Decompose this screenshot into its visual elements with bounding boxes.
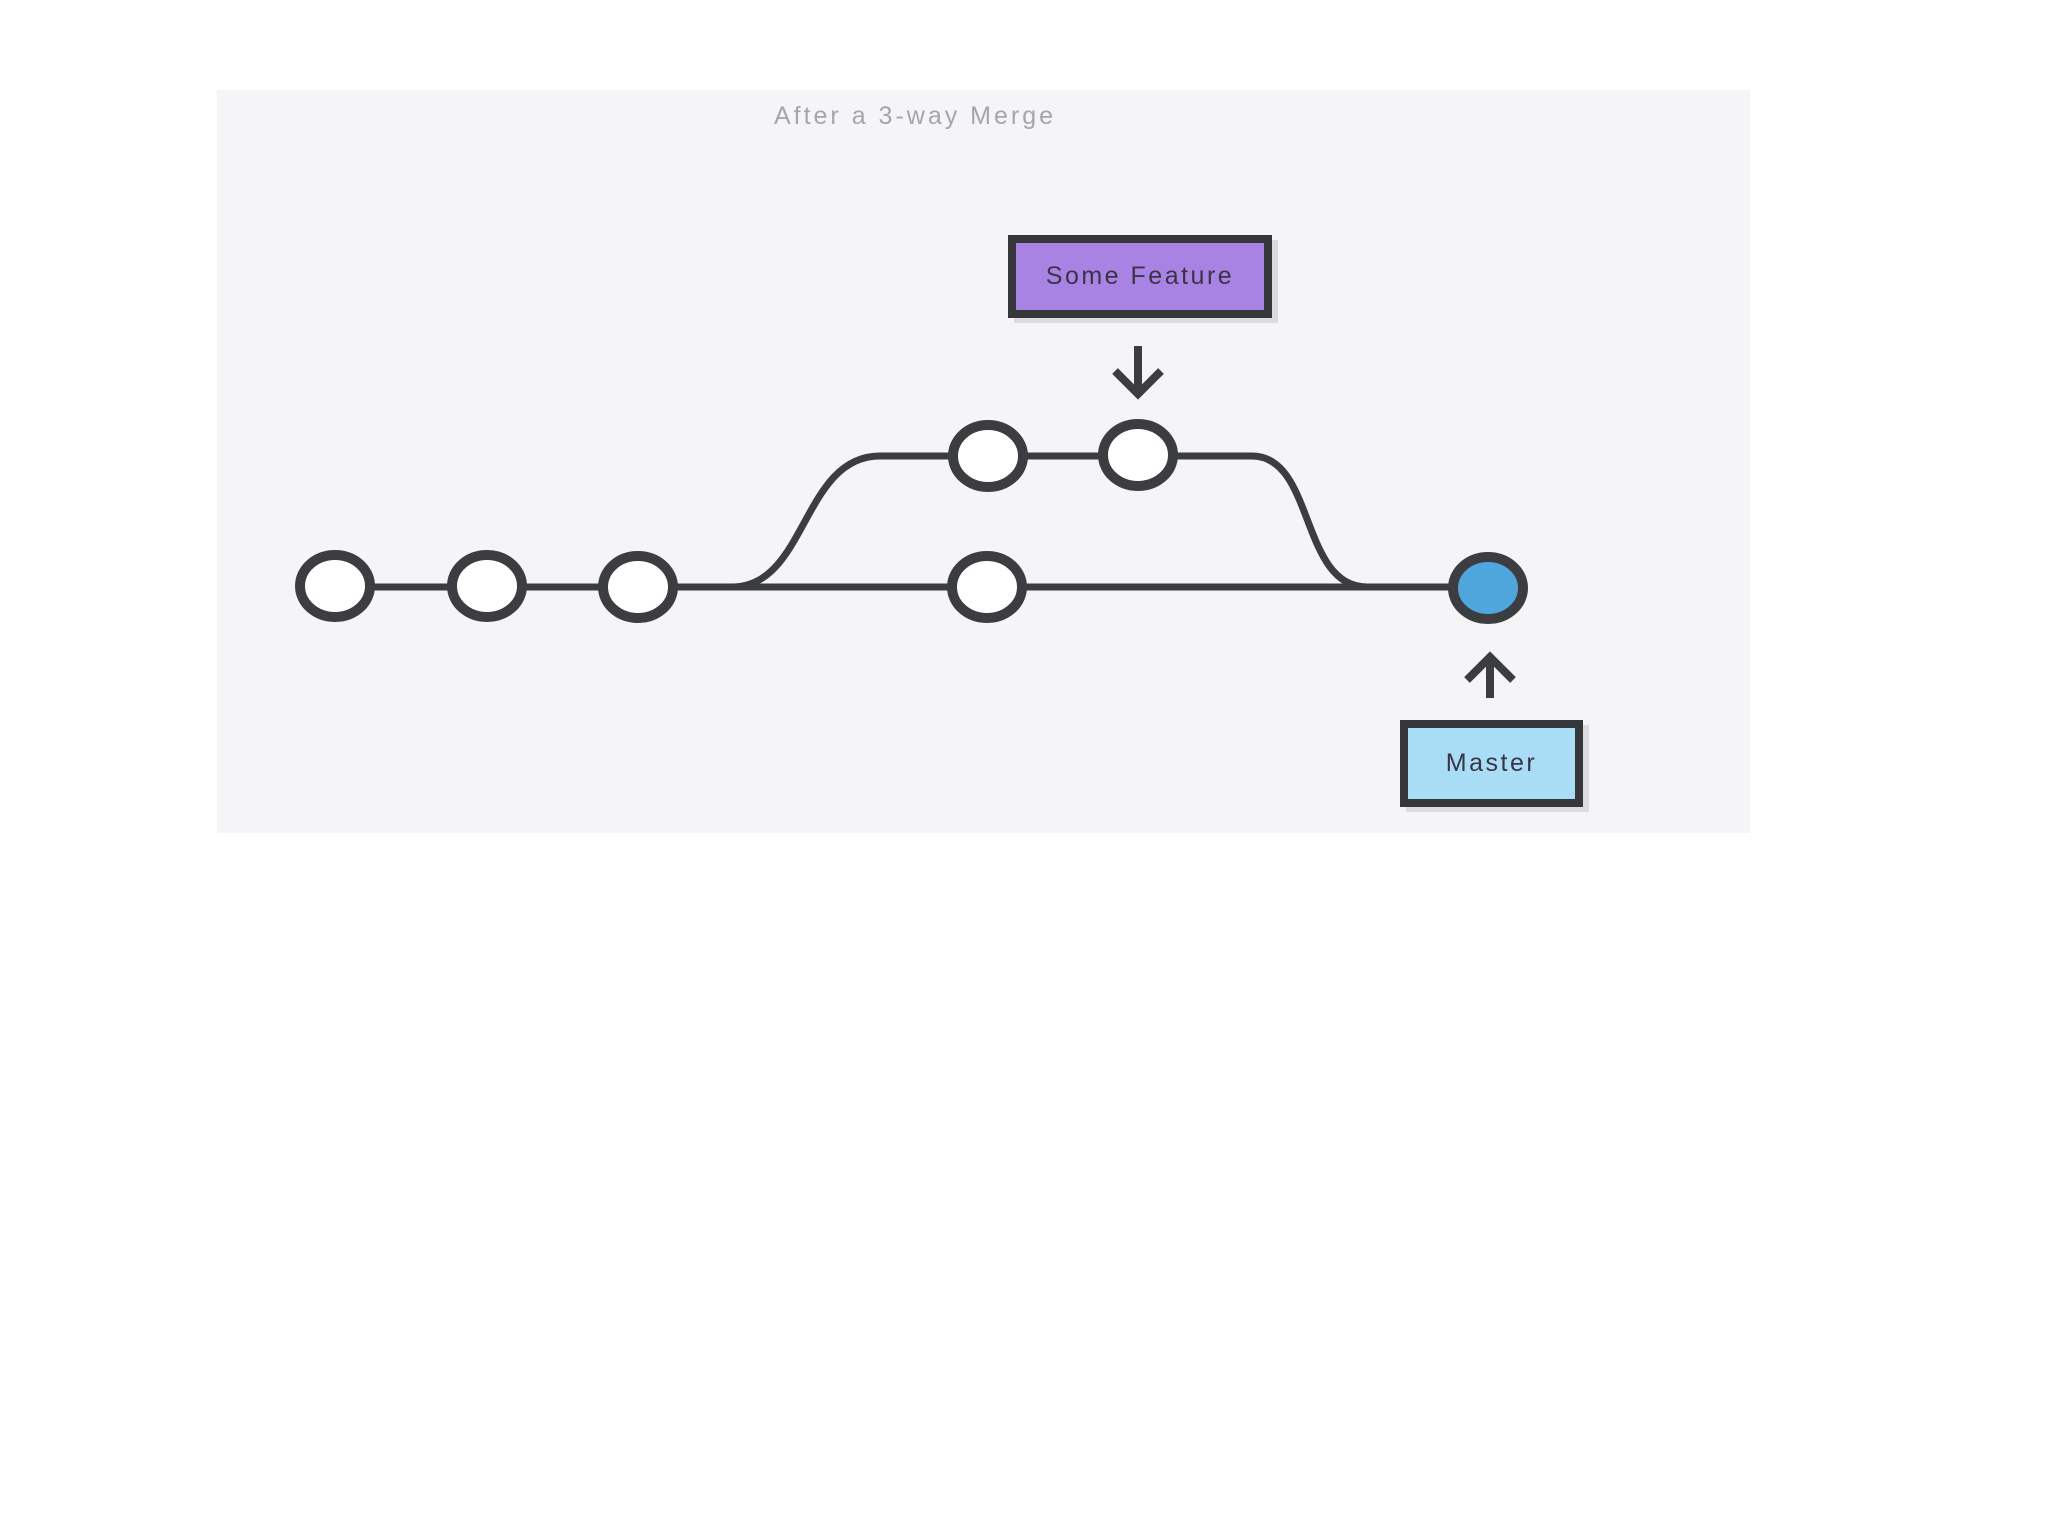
- master-commit-4: [947, 551, 1027, 623]
- down-arrow-head: [1112, 368, 1164, 400]
- up-arrow-icon: [1464, 651, 1516, 698]
- up-arrow-head: [1464, 651, 1516, 683]
- feature-commit-2: [1098, 419, 1178, 491]
- master-commit-3: [598, 551, 678, 623]
- merge-commit: [1448, 552, 1528, 624]
- feature-branch-label-text: Some Feature: [1045, 262, 1235, 290]
- down-arrow-icon: [1112, 346, 1164, 400]
- master-commit-2: [447, 550, 527, 622]
- feature-branch-line: [731, 452, 1368, 591]
- diagram-panel: After a 3-way Merge Some Feature Mast: [217, 90, 1750, 833]
- feature-branch-label: Some Feature: [1008, 235, 1272, 318]
- branch-graph: [295, 346, 1528, 698]
- master-commit-1: [295, 550, 375, 622]
- master-branch-label: Master: [1400, 720, 1583, 807]
- commit-nodes: [295, 419, 1528, 624]
- feature-commit-1: [948, 420, 1028, 492]
- diagram-title: After a 3-way Merge: [773, 102, 1057, 130]
- master-branch-label-text: Master: [1445, 749, 1538, 777]
